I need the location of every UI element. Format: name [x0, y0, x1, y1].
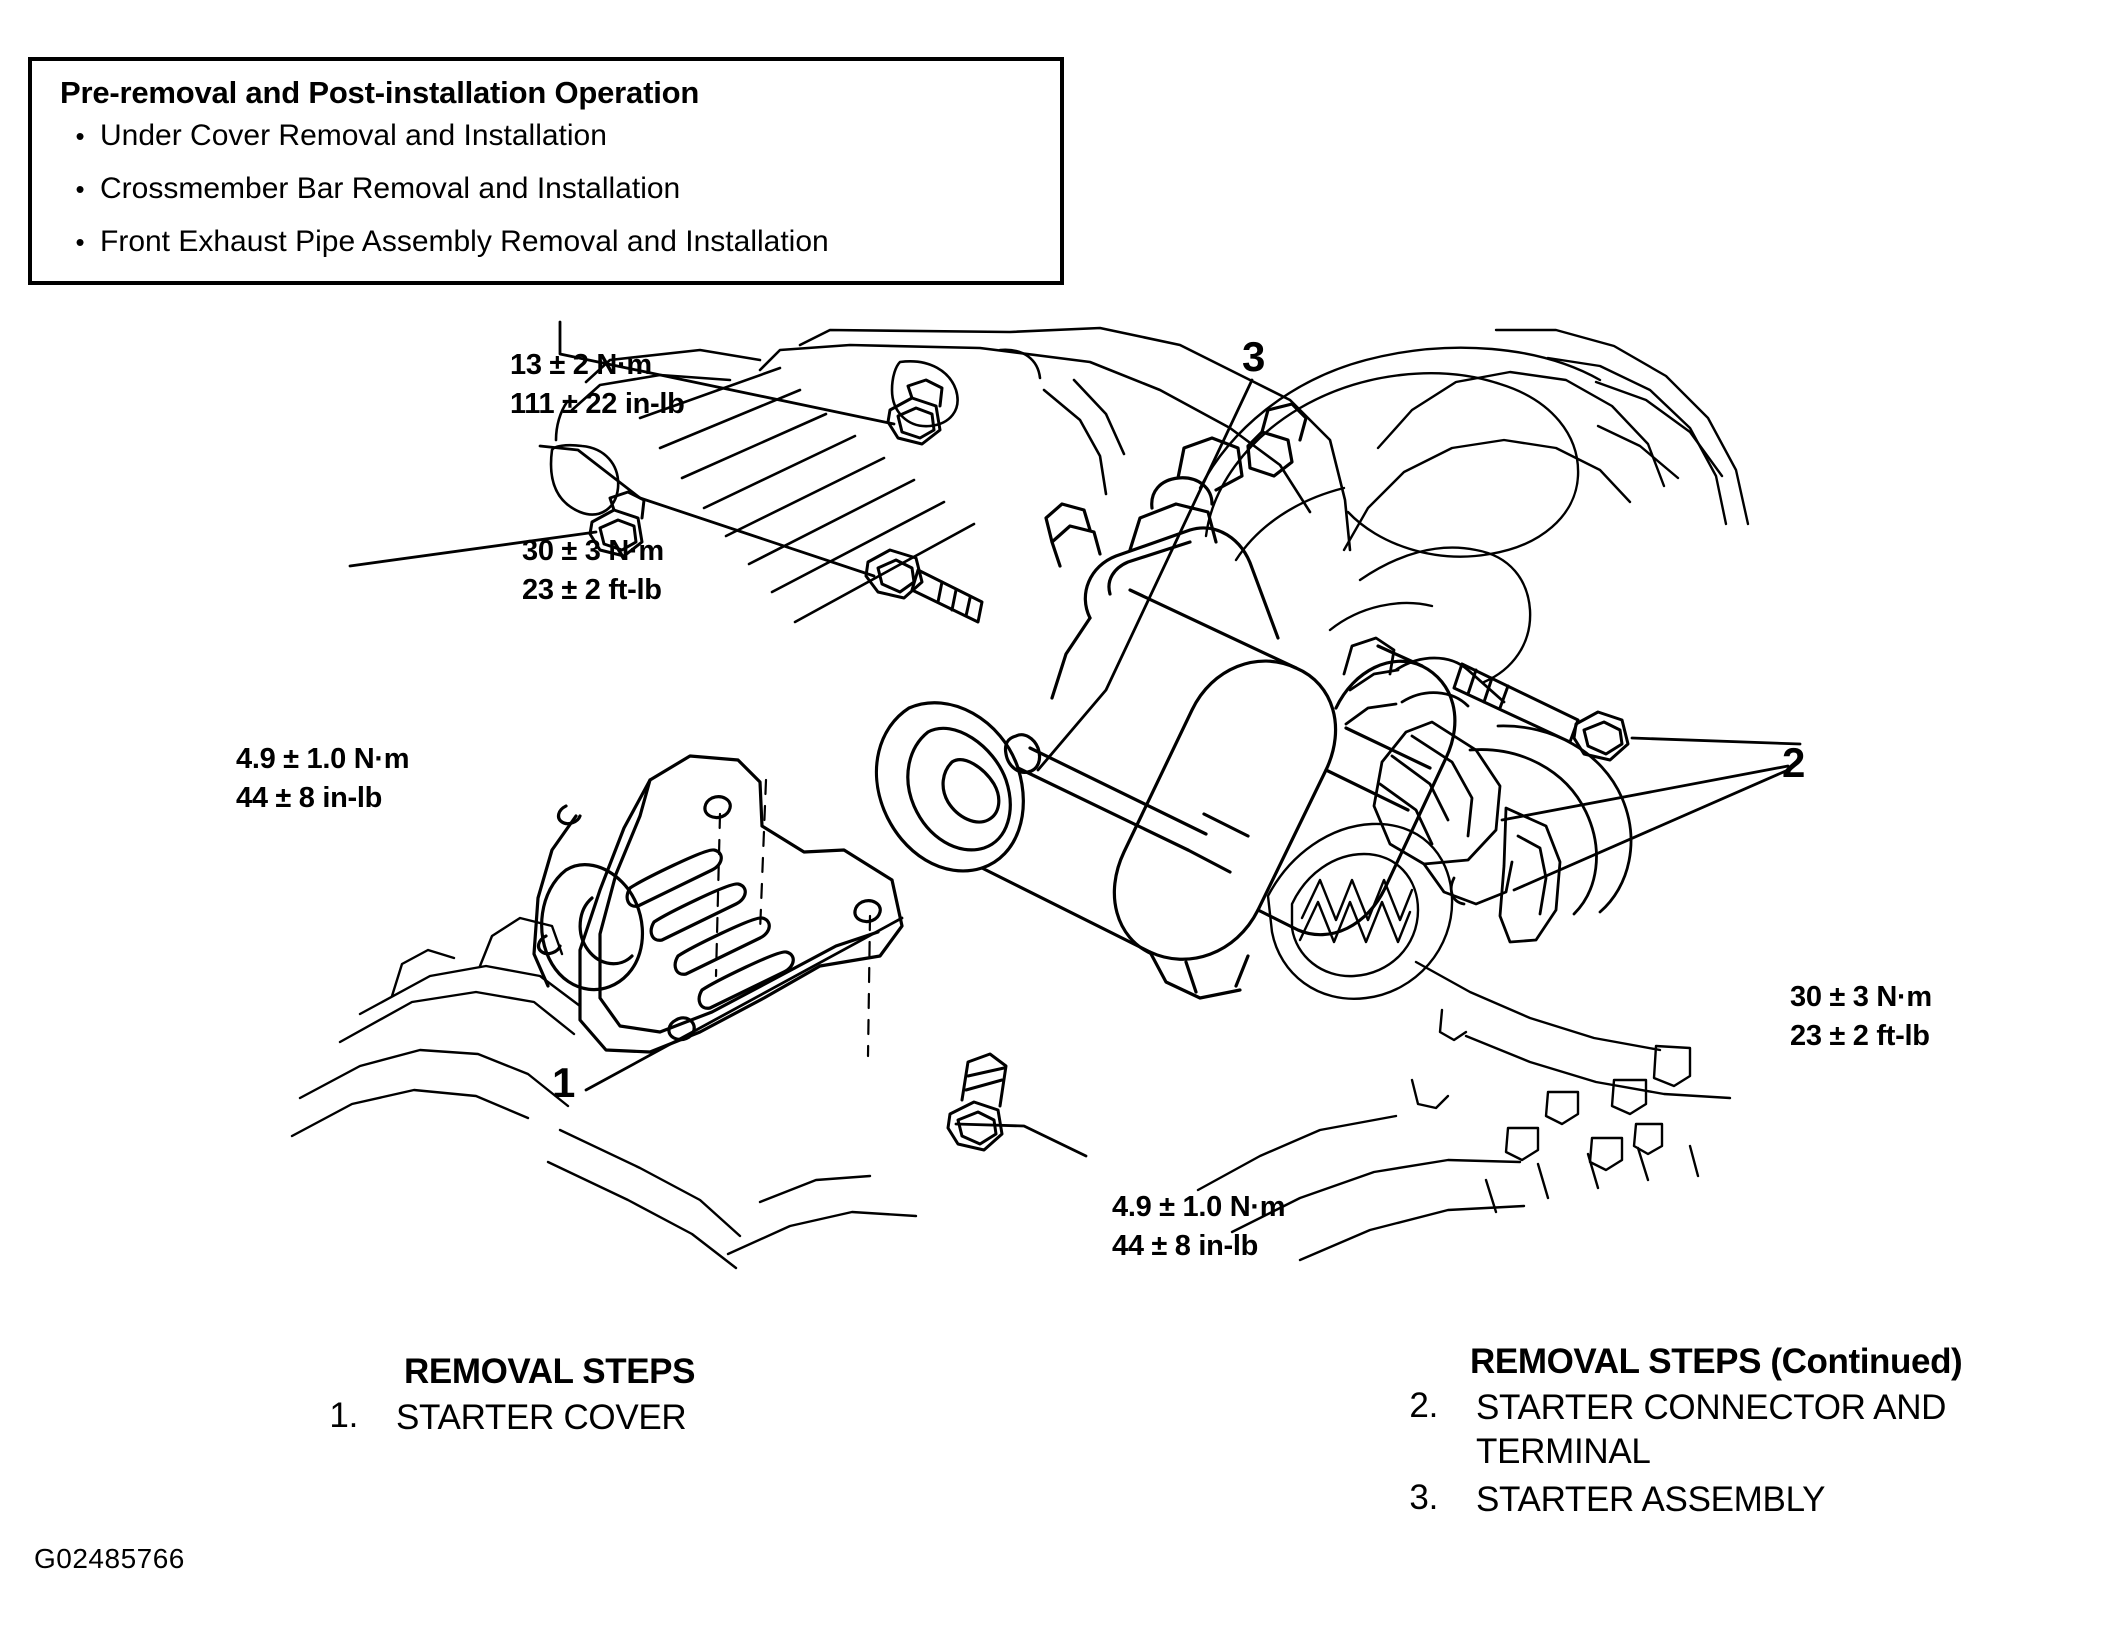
bullet-icon: • — [75, 174, 85, 204]
flywheel-access-cover — [1266, 822, 1454, 1000]
torque-value-imperial: 44 ± 8 in-lb — [1112, 1230, 1259, 1262]
starter-mounting-bolt-right — [1452, 662, 1630, 762]
callout-2: 2 — [1782, 739, 1806, 786]
step-number: 3. — [1409, 1478, 1438, 1517]
subframe-outline — [290, 916, 1700, 1270]
step-label: STARTER ASSEMBLY — [1476, 1480, 1826, 1519]
removal-steps-left: REMOVAL STEPS 1. STARTER COVER — [300, 1352, 695, 1440]
torque-value-imperial: 23 ± 2 ft-lb — [522, 574, 662, 606]
list-item: • Under Cover Removal and Installation — [60, 119, 1040, 172]
starter-cover-bolt-left — [588, 490, 646, 558]
removal-step-row: 3. STARTER ASSEMBLY — [1380, 1478, 2036, 1522]
torque-value-nm: 4.9 ± 1.0 N·m — [236, 743, 410, 775]
callout-1: 1 — [552, 1059, 576, 1106]
torque-label-starter-cover-nut: 13 ± 2 N·m 111 ± 22 in-lb — [510, 346, 685, 424]
starter-terminal-bolt-bottom — [946, 1052, 1008, 1152]
starter-cover-nut — [886, 378, 944, 446]
torque-value-nm: 13 ± 2 N·m — [510, 349, 652, 381]
step-number: 2. — [1409, 1386, 1438, 1425]
starter-mounting-bolt-left — [864, 548, 984, 624]
pre-removal-note-list: • Under Cover Removal and Installation •… — [60, 119, 1040, 278]
torque-value-nm: 30 ± 3 N·m — [522, 535, 664, 567]
torque-value-nm: 30 ± 3 N·m — [1790, 981, 1932, 1013]
pre-removal-note-title: Pre-removal and Post-installation Operat… — [60, 75, 700, 110]
starter-assembly-outline — [874, 402, 1457, 1000]
removal-step-row: 1. STARTER COVER — [300, 1396, 695, 1440]
list-item-label: Crossmember Bar Removal and Installation — [100, 172, 681, 205]
engine-block-outline — [549, 326, 1352, 624]
list-item-label: Under Cover Removal and Installation — [100, 119, 607, 152]
hidden-bolt-axis-lines — [714, 778, 872, 1058]
bullet-icon: • — [75, 121, 85, 151]
transaxle-case-outline — [1198, 328, 1750, 684]
list-item: • Crossmember Bar Removal and Installati… — [60, 172, 1040, 225]
callout-3: 3 — [1242, 333, 1266, 380]
step-label: STARTER CONNECTOR AND TERMINAL — [1476, 1388, 1947, 1471]
starter-cover-outline — [532, 754, 904, 1054]
torque-label-starter-mounting-bolt-right: 30 ± 3 N·m 23 ± 2 ft-lb — [1790, 978, 1932, 1056]
removal-steps-heading: REMOVAL STEPS — [404, 1352, 696, 1391]
starter-connector-terminal-outline — [1342, 636, 1633, 944]
bullet-icon: • — [75, 227, 85, 257]
torque-value-nm: 4.9 ± 1.0 N·m — [1112, 1191, 1286, 1223]
starter-assembly-diagram — [0, 250, 2121, 1320]
torque-label-starter-mounting-bolt-left: 30 ± 3 N·m 23 ± 2 ft-lb — [522, 532, 664, 610]
torque-label-starter-terminal-nut: 4.9 ± 1.0 N·m 44 ± 8 in-lb — [1112, 1188, 1286, 1266]
transaxle-flange-bosses — [1410, 960, 1732, 1172]
torque-value-imperial: 23 ± 2 ft-lb — [1790, 1020, 1930, 1052]
torque-label-starter-cover-bolt-left: 4.9 ± 1.0 N·m 44 ± 8 in-lb — [236, 740, 410, 818]
removal-steps-heading: REMOVAL STEPS (Continued) — [1470, 1342, 1963, 1381]
removal-steps-right: REMOVAL STEPS (Continued) 2. STARTER CON… — [1380, 1342, 2036, 1522]
list-item: • Front Exhaust Pipe Assembly Removal an… — [60, 225, 1040, 278]
leader-lines — [348, 320, 1802, 1158]
step-number: 1. — [329, 1396, 358, 1435]
pre-removal-note-box: Pre-removal and Post-installation Operat… — [28, 57, 1064, 285]
removal-step-row: 2. STARTER CONNECTOR AND TERMINAL — [1380, 1386, 2036, 1474]
torque-value-imperial: 111 ± 22 in-lb — [510, 388, 685, 420]
list-item-label: Front Exhaust Pipe Assembly Removal and … — [100, 225, 829, 258]
step-label: STARTER COVER — [396, 1398, 687, 1437]
figure-id: G02485766 — [34, 1543, 185, 1574]
torque-value-imperial: 44 ± 8 in-lb — [236, 782, 383, 814]
